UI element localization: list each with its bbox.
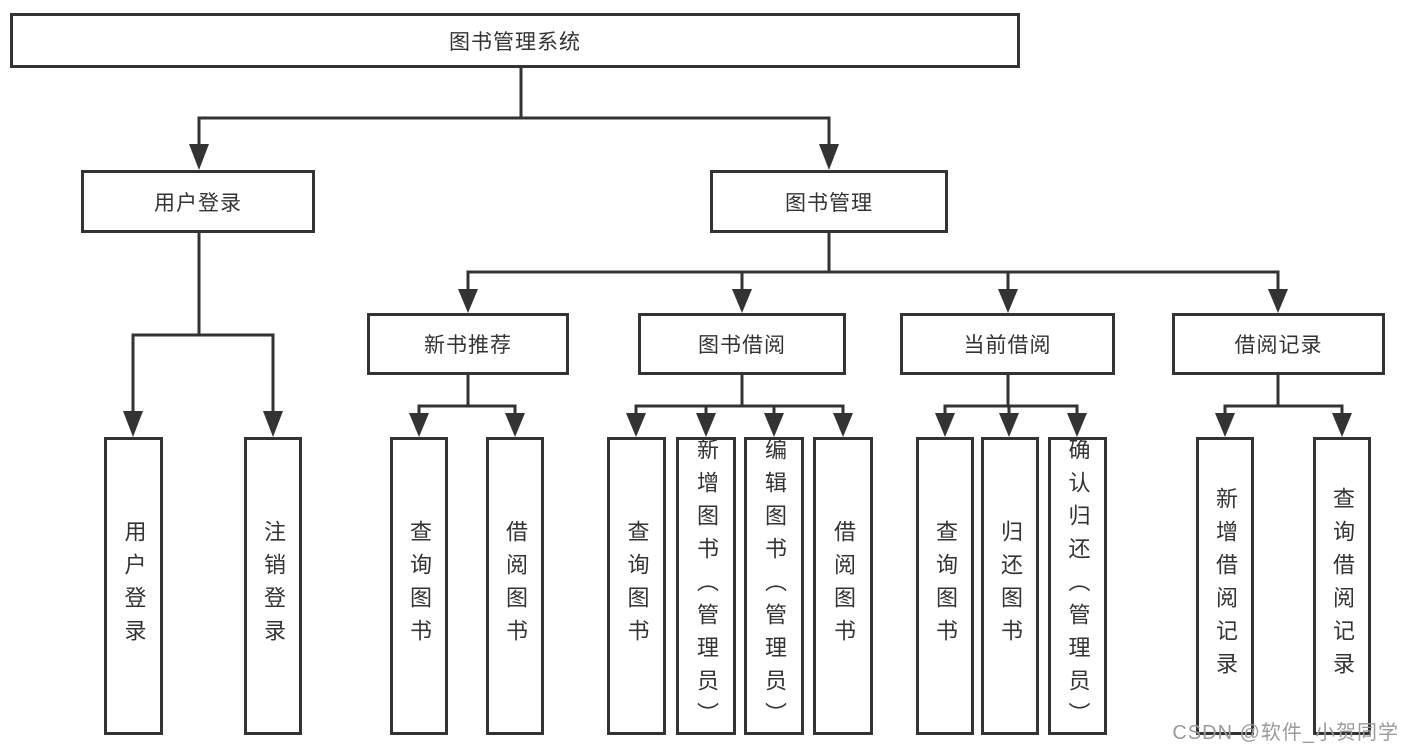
leaf-confirm-return-admin-label: 确认归还（管理员） xyxy=(1065,437,1091,735)
leaf-recommend-borrow-books: 借阅图书 xyxy=(486,437,544,735)
node-borrowing-records-label: 借阅记录 xyxy=(1234,334,1323,357)
node-new-book-recommend-label: 新书推荐 xyxy=(424,334,512,357)
leaf-borrowing-borrow-books-label: 借阅图书 xyxy=(831,520,856,652)
leaf-current-query-books-label: 查询图书 xyxy=(933,520,958,652)
node-book-borrowing-label: 图书借阅 xyxy=(698,334,786,357)
leaf-edit-books-admin-label: 编辑图书（管理员） xyxy=(762,437,787,735)
node-user-login: 用户登录 xyxy=(81,170,315,233)
leaf-borrowing-borrow-books: 借阅图书 xyxy=(813,437,873,735)
leaf-edit-books-admin: 编辑图书（管理员） xyxy=(744,437,804,735)
node-book-management-label: 图书管理 xyxy=(785,191,873,215)
leaf-recommend-query-books-label: 查询图书 xyxy=(407,520,432,652)
node-current-borrowing: 当前借阅 xyxy=(900,313,1115,375)
leaf-return-books: 归还图书 xyxy=(981,437,1039,735)
leaf-confirm-return-admin: 确认归还（管理员） xyxy=(1048,437,1107,735)
leaf-current-query-books: 查询图书 xyxy=(916,437,974,735)
node-user-login-label: 用户登录 xyxy=(154,191,242,215)
node-borrowing-records: 借阅记录 xyxy=(1172,313,1385,375)
node-root: 图书管理系统 xyxy=(10,13,1020,68)
node-current-borrowing-label: 当前借阅 xyxy=(963,334,1052,357)
leaf-borrowing-query-books: 查询图书 xyxy=(607,437,666,735)
node-new-book-recommend: 新书推荐 xyxy=(367,313,569,375)
csdn-watermark: CSDN @软件_小贺同学 xyxy=(1172,722,1399,744)
node-root-label: 图书管理系统 xyxy=(449,30,581,54)
leaf-return-books-label: 归还图书 xyxy=(998,520,1023,652)
leaf-add-books-admin-label: 新增图书（管理员） xyxy=(694,437,719,735)
node-book-management: 图书管理 xyxy=(710,170,948,233)
leaf-logout-login: 注销登录 xyxy=(244,437,302,735)
leaf-user-login: 用户登录 xyxy=(104,437,163,735)
leaf-add-borrow-record: 新增借阅记录 xyxy=(1196,437,1254,735)
leaf-user-login-label: 用户登录 xyxy=(121,520,147,652)
leaf-borrowing-query-books-label: 查询图书 xyxy=(624,520,650,652)
leaf-add-borrow-record-label: 新增借阅记录 xyxy=(1213,487,1238,685)
node-book-borrowing: 图书借阅 xyxy=(638,313,846,375)
leaf-add-books-admin: 新增图书（管理员） xyxy=(676,437,736,735)
leaf-query-borrow-record-label: 查询借阅记录 xyxy=(1330,487,1355,685)
leaf-logout-login-label: 注销登录 xyxy=(261,520,286,652)
arrowheads xyxy=(123,144,1352,437)
leaf-recommend-borrow-books-label: 借阅图书 xyxy=(503,520,528,652)
leaf-recommend-query-books: 查询图书 xyxy=(390,437,448,735)
leaf-query-borrow-record: 查询借阅记录 xyxy=(1313,437,1371,735)
